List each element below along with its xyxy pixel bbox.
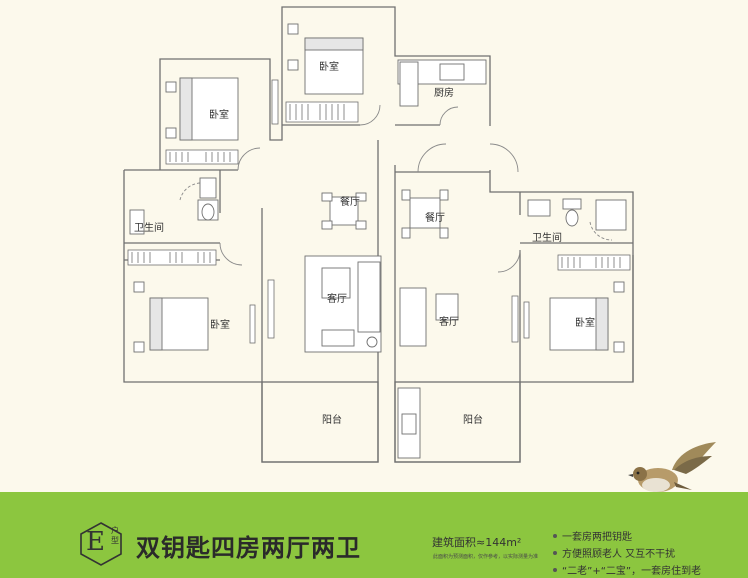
info-banner [0,492,748,578]
unit-type-badge [80,522,122,566]
floor-plan-drawing [123,6,634,463]
room-label-bedroom: 卧室 [319,62,339,73]
unit-type-label: 户型 [111,526,119,545]
room-label-living-room: 客厅 [439,317,459,328]
room-label-bedroom: 卧室 [209,110,229,121]
bird-illustration [628,442,716,492]
room-label-dining: 餐厅 [340,197,360,208]
feature-text: 方便照顾老人 又互不干扰 [562,549,676,560]
area-disclaimer: 此面积为预测面积，仅作参考，以实际测量为准 [433,554,539,560]
feature-text: “二老”+“二宝”，一套房住到老 [562,566,702,577]
room-label-kitchen: 厨房 [434,88,454,99]
feature-text: 一套房两把钥匙 [562,532,632,543]
room-label-balcony: 阳台 [463,415,483,426]
feature-item: 方便照顾老人 又互不干扰 [553,544,743,561]
bullet-icon [553,550,557,555]
bullet-icon [553,567,557,572]
feature-item: 一套房两把钥匙 [553,527,743,544]
room-label-living-room: 客厅 [327,294,347,305]
feature-item: “二老”+“二宝”，一套房住到老 [553,561,743,578]
room-label-bathroom: 卫生间 [134,223,164,234]
floor-area: 建筑面积≈144m² [432,536,522,549]
unit-type-letter: E [86,527,105,557]
layout-title: 双钥匙四房两厅两卫 [136,534,361,562]
outer-wall [159,6,491,170]
room-label-dining: 餐厅 [425,213,445,224]
bullet-icon [553,533,557,538]
feature-list: 一套房两把钥匙 方便照顾老人 又互不干扰 “二老”+“二宝”，一套房住到老 [553,527,743,578]
room-label-bedroom: 卧室 [210,320,230,331]
room-label-bathroom: 卫生间 [532,233,562,244]
room-label-balcony: 阳台 [322,415,342,426]
room-label-bedroom: 卧室 [575,318,595,329]
